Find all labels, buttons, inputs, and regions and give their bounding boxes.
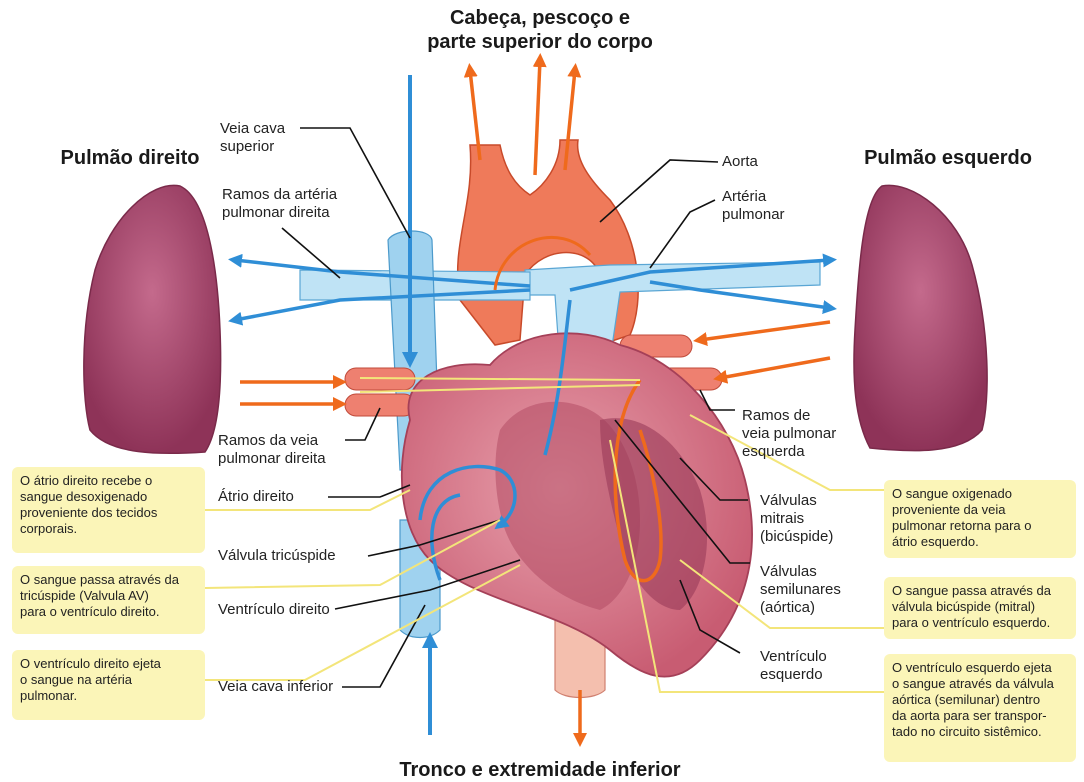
label-lpv-branches: Ramos de veia pulmonar esquerda — [742, 407, 836, 461]
right-lung-title: Pulmão direito — [30, 146, 230, 170]
label-pulmonary-artery: Artéria pulmonar — [722, 188, 785, 224]
lpv-arrow-2 — [720, 358, 830, 378]
right-lung — [84, 185, 221, 453]
label-vena-cava-inferior: Veia cava inferior — [218, 678, 333, 696]
left-lung — [854, 185, 987, 450]
note-oxygenated-return: O sangue oxigenado proveniente da veia p… — [884, 480, 1076, 558]
label-rpa-branches: Ramos da artéria pulmonar direita — [222, 186, 337, 222]
label-semilunar: Válvulas semilunares (aórtica) — [760, 563, 841, 617]
note-right-ventricle: O ventrículo direito ejeta o sangue na a… — [12, 650, 205, 720]
lpv-arrow-1 — [700, 322, 830, 340]
label-tricuspid: Válvula tricúspide — [218, 547, 336, 565]
label-left-ventricle: Ventrículo esquerdo — [760, 648, 827, 684]
head-artery-arrow-2 — [535, 60, 540, 175]
right-pulmonary-vein-2 — [345, 394, 415, 416]
left-lung-title: Pulmão esquerdo — [838, 146, 1058, 170]
label-right-ventricle: Ventrículo direito — [218, 601, 330, 619]
label-aorta: Aorta — [722, 153, 758, 171]
label-right-atrium: Átrio direito — [218, 488, 294, 506]
note-right-atrium: O átrio direito recebe o sangue desoxige… — [12, 467, 205, 553]
label-mitral: Válvulas mitrais (bicúspide) — [760, 492, 833, 546]
note-tricuspid: O sangue passa através da tricúspide (Va… — [12, 566, 205, 634]
top-heading: Cabeça, pescoço e parte superior do corp… — [350, 6, 730, 54]
bottom-heading: Tronco e extremidade inferior — [330, 758, 750, 782]
label-rpv-branches: Ramos da veia pulmonar direita — [218, 432, 326, 468]
note-left-ventricle-ejects: O ventrículo esquerdo ejeta o sangue atr… — [884, 654, 1076, 762]
note-mitral-flow: O sangue passa através da válvula bicúsp… — [884, 577, 1076, 639]
label-vena-cava-superior: Veia cava superior — [220, 120, 285, 156]
